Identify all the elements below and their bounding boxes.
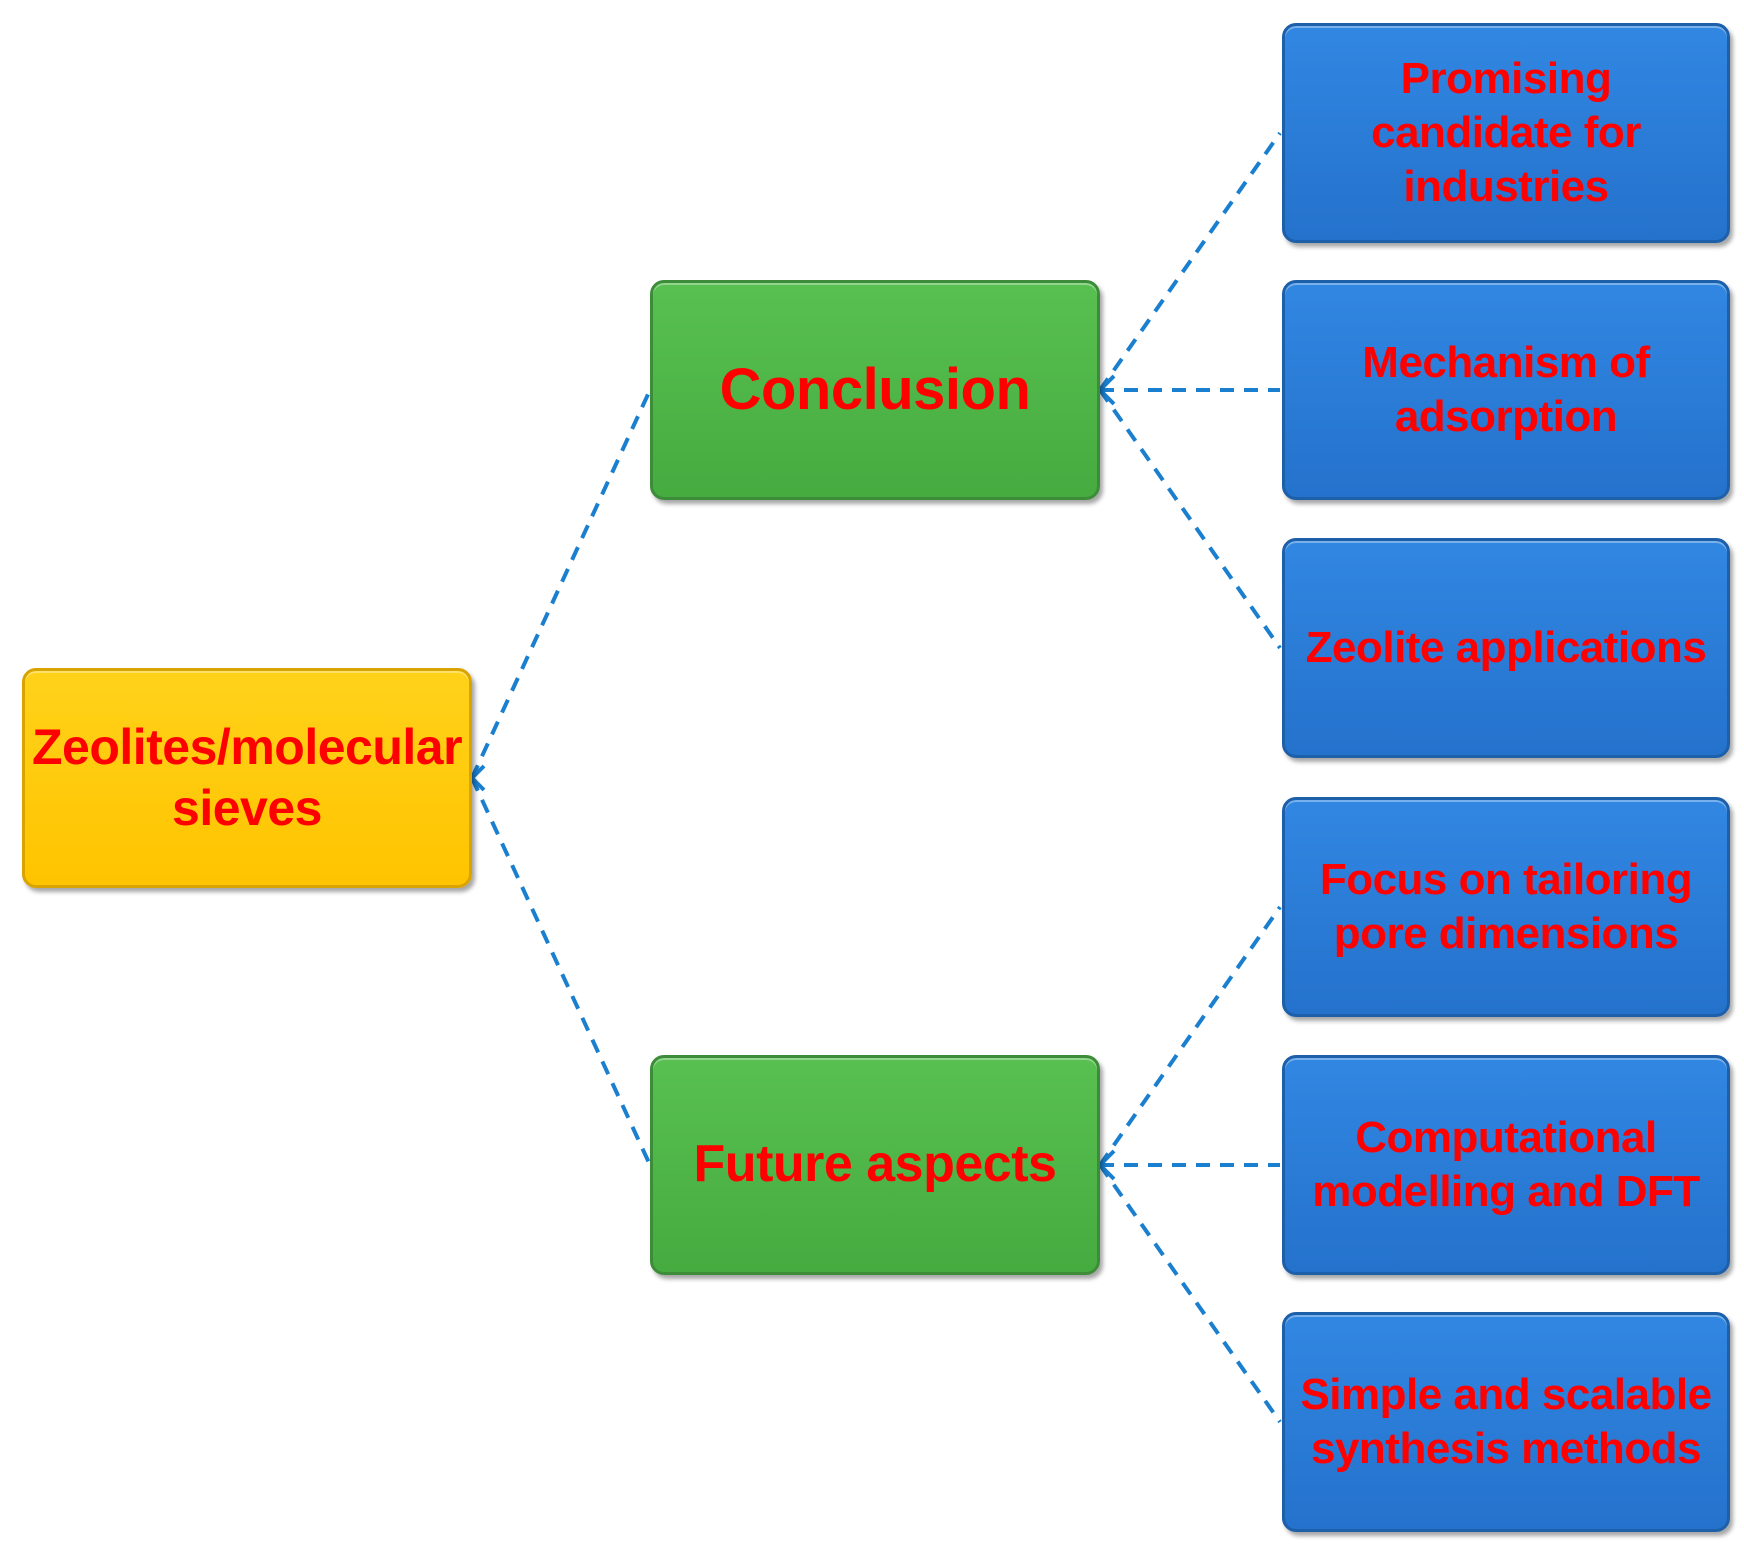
branch-node-conclusion: Conclusion	[650, 280, 1100, 500]
leaf-node-computational-modelling: Computational modelling and DFT	[1282, 1055, 1730, 1275]
leaf-node-mechanism-of-adsorption: Mechanism of adsorption	[1282, 280, 1730, 500]
leaf-label-mechanism-of-adsorption: Mechanism of adsorption	[1362, 338, 1650, 441]
leaf-node-zeolite-applications: Zeolite applications	[1282, 538, 1730, 758]
root-label: Zeolites/molecular sieves	[31, 719, 463, 836]
leaf-label-synthesis-methods: Simple and scalable synthesis methods	[1300, 1370, 1712, 1473]
connector-conclusion-applications	[1098, 388, 1282, 650]
root-node: Zeolites/molecular sieves	[22, 668, 472, 888]
branch-node-future-aspects: Future aspects	[650, 1055, 1100, 1275]
leaf-label-tailoring-pore-dimensions: Focus on tailoring pore dimensions	[1319, 855, 1693, 958]
connector-root-conclusion	[470, 389, 652, 779]
leaf-label-promising-candidate: Promising candidate for industries	[1371, 54, 1641, 211]
leaf-label-zeolite-applications: Zeolite applications	[1305, 623, 1707, 673]
branch-label-future-aspects: Future aspects	[693, 1135, 1057, 1194]
arrowhead-conclusion-icon	[1097, 374, 1116, 406]
leaf-label-computational-modelling: Computational modelling and DFT	[1312, 1113, 1700, 1216]
connector-conclusion-promising	[1098, 131, 1282, 392]
arrowhead-future-icon	[1097, 1149, 1116, 1181]
branch-label-conclusion: Conclusion	[719, 356, 1031, 422]
leaf-node-tailoring-pore-dimensions: Focus on tailoring pore dimensions	[1282, 797, 1730, 1017]
leaf-node-synthesis-methods: Simple and scalable synthesis methods	[1282, 1312, 1730, 1532]
connector-future-pore	[1098, 905, 1282, 1167]
connector-future-synthesis	[1098, 1163, 1282, 1424]
arrowhead-root-icon	[469, 764, 486, 792]
leaf-node-promising-candidate: Promising candidate for industries	[1282, 23, 1730, 243]
connector-root-future	[470, 777, 652, 1166]
